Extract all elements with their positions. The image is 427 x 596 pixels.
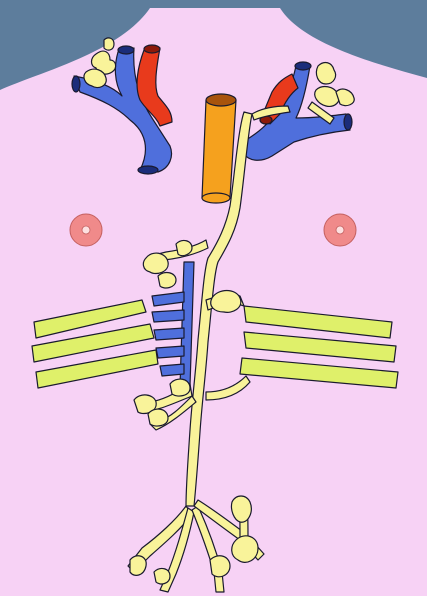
left-nipple [70,214,102,246]
right-nipple [324,214,356,246]
cisterna-chyli [202,94,236,203]
